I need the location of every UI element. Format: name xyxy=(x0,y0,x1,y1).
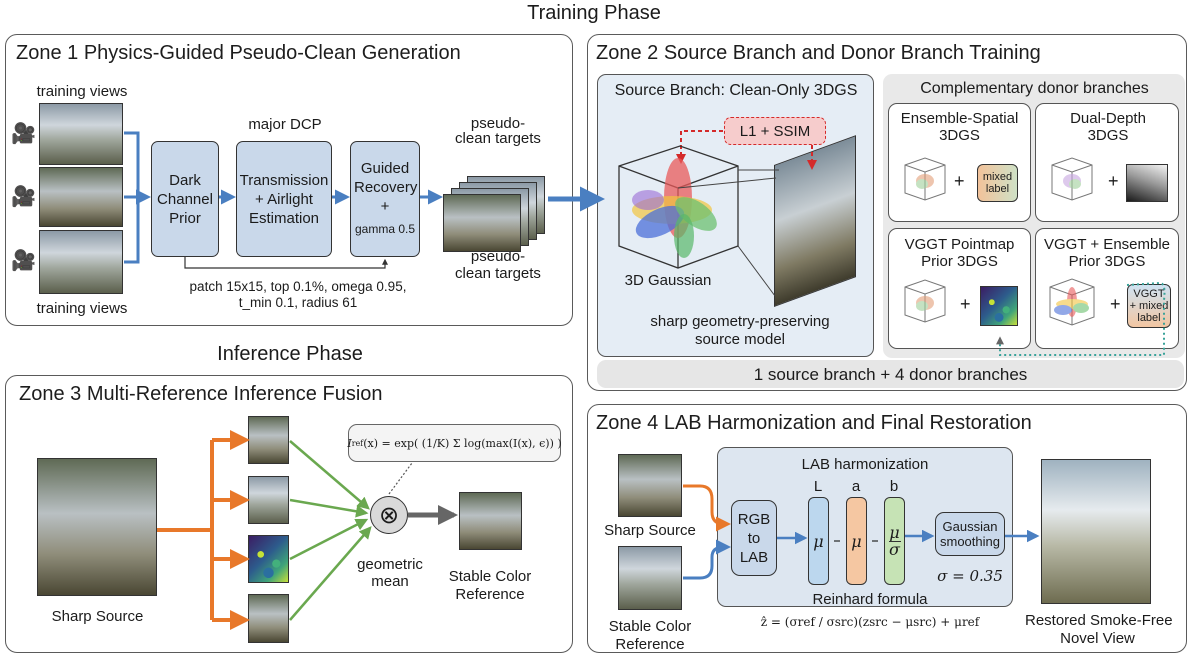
stable-color-reference-label: Stable Color xyxy=(448,568,532,585)
reinhard-formula: ẑ = (σref / σsrc)(zsrc − μsrc) + μref xyxy=(760,615,980,629)
dcp-params-line-1: patch 15x15, top 0.1%, omega 0.95, xyxy=(189,279,407,294)
donor-branches-title: Complementary donor branches xyxy=(920,80,1149,97)
training-phase-title: Training Phase xyxy=(527,2,661,24)
loss-box: L1 + SSIM xyxy=(724,117,826,145)
reference-image xyxy=(248,535,289,583)
pseudo-clean-target-image xyxy=(443,194,521,252)
vggt-mixed-label-chip: VGGT + mixed label xyxy=(1127,284,1171,328)
channel-l-bar: μ xyxy=(808,497,829,585)
donor-title: VGGT Pointmap Prior 3DGS xyxy=(904,236,1015,270)
training-views-bottom-label: training views xyxy=(36,300,128,317)
restored-view-label: Restored Smoke-Free xyxy=(1025,612,1173,629)
source-caption-line-1: sharp geometry-preserving xyxy=(650,313,830,330)
inference-phase-title: Inference Phase xyxy=(217,343,363,365)
zone-4-sharp-source-image xyxy=(618,454,682,517)
stable-color-reference-label: Reference xyxy=(455,586,525,603)
zone-4-stable-color-label: Stable Color xyxy=(608,618,692,635)
camera-icon: 🎥 xyxy=(11,186,36,208)
channel-a-bar: μ xyxy=(846,497,867,585)
zone-4-title: Zone 4 LAB Harmonization and Final Resto… xyxy=(596,412,1032,434)
donor-title: Dual-Depth 3DGS xyxy=(1070,110,1146,144)
rgb-to-lab-box: RGB to LAB xyxy=(731,500,777,576)
plus-sign: + xyxy=(960,294,971,314)
restored-view-label: Novel View xyxy=(1060,630,1135,647)
dark-channel-prior-box: Dark Channel Prior xyxy=(151,141,219,257)
donor-gaussian-blobs xyxy=(916,174,1089,317)
references-to-mean-arrows xyxy=(289,440,372,621)
pseudo-clean-targets-top-label: pseudo-clean targets xyxy=(455,115,541,147)
gaussian-label: 3D Gaussian xyxy=(624,272,712,289)
zone-1-title: Zone 1 Physics-Guided Pseudo-Clean Gener… xyxy=(16,42,461,64)
gaussian-cube xyxy=(618,145,779,297)
stable-reference-to-lab-arrow xyxy=(683,539,731,580)
donor-vggt-ensemble xyxy=(1035,228,1179,349)
reinhard-formula-label: Reinhard formula xyxy=(812,591,928,608)
pointmap-chip xyxy=(980,286,1018,326)
sharp-source-image xyxy=(37,458,157,596)
training-views-top-label: training views xyxy=(36,83,128,100)
donor-title: Ensemble-Spatial 3DGS xyxy=(900,110,1019,144)
lab-harmonization-title: LAB harmonization xyxy=(801,456,929,473)
transmission-airlight-box: Transmission + Airlight Estimation xyxy=(236,141,332,257)
plus-sign: + xyxy=(954,171,965,191)
training-view-image xyxy=(39,230,123,294)
sigma-value-label: σ = 0.35 xyxy=(937,567,1003,585)
source-branch-title: Source Branch: Clean-Only 3DGS xyxy=(614,82,858,99)
channel-l-label: L xyxy=(813,478,823,495)
zone-2-footer xyxy=(597,360,1184,388)
zone-4-stable-color-image xyxy=(618,546,682,610)
reference-image xyxy=(248,476,289,524)
dcp-params-line-2: t_min 0.1, radius 61 xyxy=(238,295,358,310)
sharp-source-label: Sharp Source xyxy=(51,608,144,625)
donor-title: VGGT + Ensemble Prior 3DGS xyxy=(1043,236,1171,270)
loss-arrow xyxy=(676,130,723,164)
vggt-dotted-connector xyxy=(996,281,1166,356)
restored-view-image xyxy=(1041,459,1151,604)
pseudo-clean-targets-bottom-label: pseudo-clean targets xyxy=(455,248,541,282)
sharp-source-fan xyxy=(157,430,250,630)
geometric-mean-label: geometric xyxy=(357,556,423,573)
sharp-source-to-lab-arrow xyxy=(683,484,731,532)
training-view-image xyxy=(39,103,123,165)
zone-4-stable-color-label: Reference xyxy=(615,636,685,653)
stable-color-reference-image xyxy=(459,492,522,550)
source-caption-line-2: source model xyxy=(694,331,786,348)
mixed-label-chip: mixed label xyxy=(977,164,1018,202)
reference-image xyxy=(248,594,289,643)
guided-recovery-box: Guided Recovery + gamma 0.5 xyxy=(350,141,420,257)
reference-image xyxy=(248,416,289,464)
channel-a-label: a xyxy=(851,478,861,495)
plus-sign: + xyxy=(1108,171,1119,191)
channel-b-label: b xyxy=(889,478,899,495)
training-view-image xyxy=(39,167,123,227)
camera-icon: 🎥 xyxy=(11,250,36,272)
zone-3-title: Zone 3 Multi-Reference Inference Fusion xyxy=(19,383,383,405)
params-connector xyxy=(184,257,388,269)
zone-2-footer-text: 1 source branch + 4 donor branches xyxy=(753,365,1028,384)
camera-icon: 🎥 xyxy=(11,123,36,145)
plus-sign: + xyxy=(1110,294,1121,314)
gaussian-smoothing-box: Gaussian smoothing xyxy=(935,512,1005,556)
geometric-mean-operator-icon: ⊗ xyxy=(370,496,408,534)
major-dcp-label: major DCP xyxy=(248,116,322,133)
zone-4-sharp-source-label: Sharp Source xyxy=(604,522,696,539)
geometric-mean-label: mean xyxy=(371,573,409,590)
depth-map-chip xyxy=(1126,164,1168,202)
training-views-bracket xyxy=(124,131,443,264)
formula-connector xyxy=(388,462,413,495)
zone-2-title: Zone 2 Source Branch and Donor Branch Tr… xyxy=(596,42,1041,64)
lab-pipeline-arrows xyxy=(777,529,1040,545)
